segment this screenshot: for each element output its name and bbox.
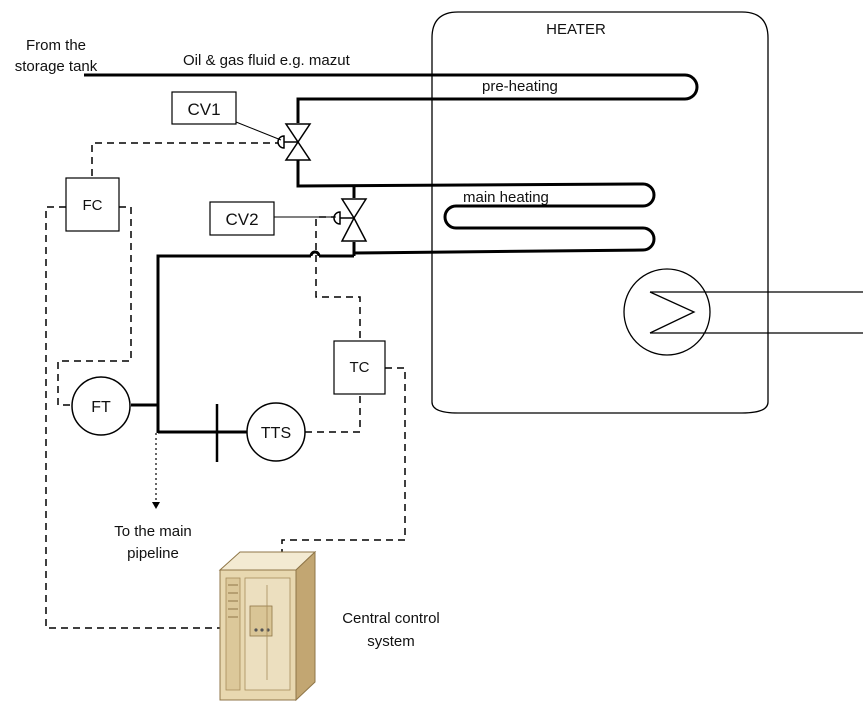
cv2-box[interactable] bbox=[209, 201, 275, 236]
fc-box[interactable] bbox=[65, 177, 120, 232]
outlet-arrow bbox=[152, 433, 160, 509]
tts-circle[interactable] bbox=[246, 402, 306, 462]
tc-box[interactable] bbox=[333, 340, 386, 395]
cv1-box[interactable] bbox=[171, 91, 237, 125]
pre-heating-label: pre-heating bbox=[482, 78, 558, 95]
fc-label: FC bbox=[83, 197, 103, 214]
main-heating-label: main heating bbox=[463, 189, 549, 206]
signal-lines bbox=[45, 142, 406, 629]
fluid-label: Oil & gas fluid e.g. mazut bbox=[183, 52, 351, 69]
heater-vessel bbox=[431, 11, 769, 414]
to-label-line2: pipeline bbox=[127, 545, 179, 562]
cv2-label: CV2 bbox=[225, 210, 258, 229]
cv1-leader bbox=[235, 121, 282, 141]
from-label-line1: From the bbox=[26, 37, 86, 54]
process-pipes bbox=[84, 73, 699, 462]
heat-exchanger-icon bbox=[623, 268, 863, 356]
cv1-label: CV1 bbox=[187, 100, 220, 119]
server-cabinet-icon[interactable] bbox=[218, 550, 317, 702]
control-valve-cv2[interactable] bbox=[333, 198, 368, 242]
heater-label: HEATER bbox=[546, 21, 606, 38]
central-label-line2: system bbox=[367, 633, 415, 650]
central-label-line1: Central control bbox=[342, 610, 440, 627]
ft-label: FT bbox=[91, 399, 111, 416]
control-valve-cv1[interactable] bbox=[277, 123, 312, 161]
from-label-line2: storage tank bbox=[15, 58, 98, 75]
tc-label: TC bbox=[350, 359, 370, 376]
to-label-line1: To the main bbox=[114, 523, 192, 540]
ft-circle[interactable] bbox=[71, 376, 131, 436]
tts-label: TTS bbox=[261, 425, 291, 442]
